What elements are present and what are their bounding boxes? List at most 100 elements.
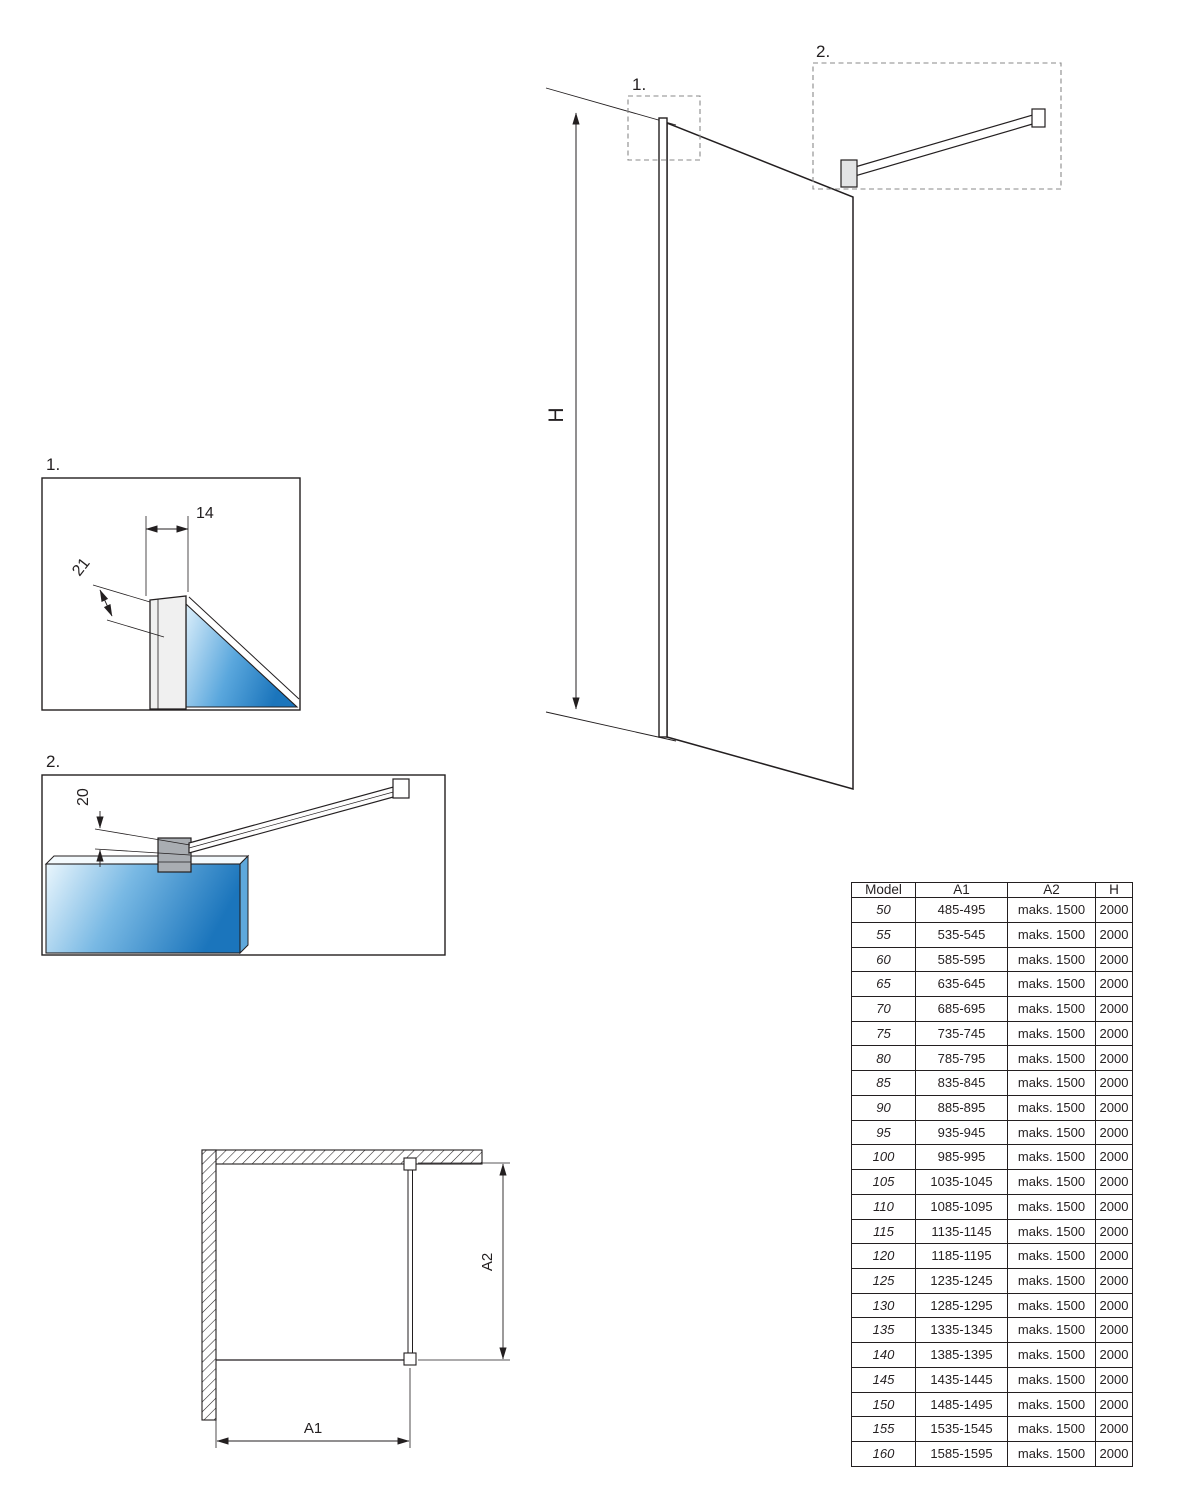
size-cell-model: 65 xyxy=(851,971,916,998)
size-cell-model: 60 xyxy=(851,946,916,973)
size-cell-model: 130 xyxy=(851,1292,916,1319)
col-header-model: Model xyxy=(851,881,916,899)
size-cell-a2: maks. 1500 xyxy=(1007,1218,1096,1245)
dim-21-ext-top xyxy=(92,584,151,603)
size-cell-a1: 1135-1145 xyxy=(915,1218,1008,1245)
size-cell-a1: 1335-1345 xyxy=(915,1317,1008,1344)
size-cell-a2: maks. 1500 xyxy=(1007,1094,1096,1121)
size-cell-model: 95 xyxy=(851,1119,916,1146)
detail-2-glass-front xyxy=(45,863,241,954)
size-cell-a1: 1385-1395 xyxy=(915,1342,1008,1368)
size-cell-h: 2000 xyxy=(1095,1243,1133,1269)
detail-2-label: 2. xyxy=(46,752,60,771)
plan-glass-line xyxy=(407,1168,413,1357)
size-cell-a1: 1185-1195 xyxy=(915,1243,1008,1269)
size-cell-h: 2000 xyxy=(1095,1218,1133,1245)
wall-profile xyxy=(658,117,668,738)
size-cell-a1: 535-545 xyxy=(915,921,1008,948)
dim-21-line xyxy=(99,589,113,617)
size-cell-h: 2000 xyxy=(1095,1267,1133,1294)
size-cell-h: 2000 xyxy=(1095,1416,1133,1442)
size-cell-h: 2000 xyxy=(1095,946,1133,973)
size-cell-a2: maks. 1500 xyxy=(1007,1193,1096,1220)
height-dimension-label: H xyxy=(545,407,568,422)
size-cell-model: 145 xyxy=(851,1366,916,1393)
size-cell-a2: maks. 1500 xyxy=(1007,946,1096,973)
size-cell-a1: 885-895 xyxy=(915,1094,1008,1121)
size-cell-a1: 985-995 xyxy=(915,1144,1008,1171)
size-cell-h: 2000 xyxy=(1095,1070,1133,1096)
size-cell-a2: maks. 1500 xyxy=(1007,1243,1096,1269)
callout-1-label: 1. xyxy=(632,75,646,94)
size-cell-model: 135 xyxy=(851,1317,916,1344)
size-cell-a1: 935-945 xyxy=(915,1119,1008,1146)
size-cell-a1: 1235-1245 xyxy=(915,1267,1008,1294)
support-bar xyxy=(854,113,1037,177)
size-cell-model: 55 xyxy=(851,921,916,948)
detail-2-glass-top xyxy=(44,855,250,865)
size-cell-a2: maks. 1500 xyxy=(1007,1169,1096,1195)
size-cell-h: 2000 xyxy=(1095,1045,1133,1072)
size-cell-model: 80 xyxy=(851,1045,916,1072)
dim-a1-label: A1 xyxy=(304,1420,322,1437)
plan-view: A2 A1 xyxy=(201,1149,510,1448)
elevation-ext-line-top xyxy=(545,87,677,126)
size-cell-a2: maks. 1500 xyxy=(1007,1440,1096,1468)
size-cell-a1: 785-795 xyxy=(915,1045,1008,1072)
size-cell-h: 2000 xyxy=(1095,921,1133,948)
size-cell-a1: 1285-1295 xyxy=(915,1292,1008,1319)
dim-20-ext-top xyxy=(94,828,191,846)
size-cell-model: 100 xyxy=(851,1144,916,1171)
size-cell-a1: 1035-1045 xyxy=(915,1169,1008,1195)
detail-2-frame xyxy=(41,774,446,956)
callout-1-box xyxy=(627,95,701,161)
size-cell-h: 2000 xyxy=(1095,897,1133,923)
size-cell-h: 2000 xyxy=(1095,1020,1133,1047)
size-cell-a1: 1485-1495 xyxy=(915,1391,1008,1418)
size-cell-a1: 1085-1095 xyxy=(915,1193,1008,1220)
size-cell-a1: 735-745 xyxy=(915,1020,1008,1047)
detail-1-glass xyxy=(185,602,299,708)
plan-glass-bottom-fitting xyxy=(403,1352,417,1366)
size-cell-a1: 1535-1545 xyxy=(915,1416,1008,1442)
dim-21-ext-bottom xyxy=(106,619,165,638)
size-cell-a1: 485-495 xyxy=(915,897,1008,923)
size-cell-a2: maks. 1500 xyxy=(1007,1119,1096,1146)
size-cell-a1: 685-695 xyxy=(915,996,1008,1022)
size-cell-h: 2000 xyxy=(1095,1193,1133,1220)
dim-14-label: 14 xyxy=(196,505,214,522)
size-cell-model: 50 xyxy=(851,897,916,923)
size-cell-a2: maks. 1500 xyxy=(1007,971,1096,998)
size-cell-h: 2000 xyxy=(1095,996,1133,1022)
elevation-view: H 1. 2. xyxy=(545,42,1062,790)
dim-a2-label: A2 xyxy=(479,1253,496,1271)
dim-20-ext-bottom xyxy=(94,848,191,856)
size-cell-a2: maks. 1500 xyxy=(1007,996,1096,1022)
glass-panel xyxy=(666,121,854,790)
support-bar-wall-cap xyxy=(1031,108,1046,128)
plan-wall-left xyxy=(201,1149,217,1421)
size-cell-model: 115 xyxy=(851,1218,916,1245)
size-cell-model: 150 xyxy=(851,1391,916,1418)
size-cell-a2: maks. 1500 xyxy=(1007,1045,1096,1072)
size-cell-a1: 835-845 xyxy=(915,1070,1008,1096)
detail-1-inset: 1. 14 21 xyxy=(41,455,301,711)
size-cell-model: 90 xyxy=(851,1094,916,1121)
detail-1-profile xyxy=(149,595,187,710)
